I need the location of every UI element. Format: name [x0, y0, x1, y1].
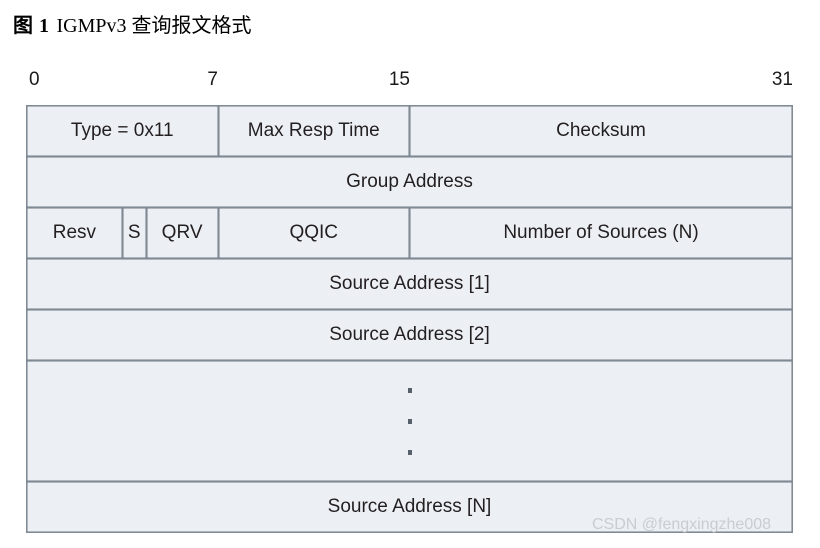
field-cell-type-0x11: Type = 0x11	[26, 105, 219, 157]
bit-tick-31: 31	[771, 69, 793, 90]
ellipsis-dot	[407, 418, 412, 424]
vertical-ellipsis-icon	[27, 361, 792, 481]
group-address-row: Group Address	[26, 156, 793, 208]
bit-tick-15: 15	[388, 69, 410, 90]
field-cell-source-address-1: Source Address [1]	[26, 258, 793, 310]
ellipsis-dot	[407, 449, 412, 455]
field-cell-checksum: Checksum	[409, 105, 793, 157]
source-address-1-row: Source Address [1]	[26, 258, 793, 310]
source-address-n-row: Source Address [N]	[26, 481, 793, 533]
bit-offset-ruler: 0 7 15 31	[26, 68, 793, 96]
ellipsis-dot	[407, 387, 412, 393]
field-cell-max-resp-time: Max Resp Time	[217, 105, 410, 157]
field-cell-group-address: Group Address	[26, 156, 793, 208]
field-cell-qqic: QQIC	[217, 207, 410, 259]
source-address-2-row: Source Address [2]	[26, 309, 793, 361]
figure-caption-label: 图 1	[13, 15, 50, 37]
field-cell-qrv: QRV	[145, 207, 219, 259]
ellipsis-row	[26, 360, 793, 482]
field-cell-resv: Resv	[26, 207, 123, 259]
bit-tick-7: 7	[207, 69, 218, 90]
bit-tick-0: 0	[29, 69, 40, 90]
field-cell-s: S	[121, 207, 147, 259]
vertical-ellipsis-cell	[26, 360, 793, 482]
field-cell-source-address-n: Source Address [N]	[26, 481, 793, 533]
figure-caption-text: IGMPv3 查询报文格式	[56, 15, 252, 37]
field-cell-number-of-sources-n: Number of Sources (N)	[409, 207, 793, 259]
field-cell-source-address-2: Source Address [2]	[26, 309, 793, 361]
figure-caption: 图 1 IGMPv3 查询报文格式	[13, 13, 252, 39]
